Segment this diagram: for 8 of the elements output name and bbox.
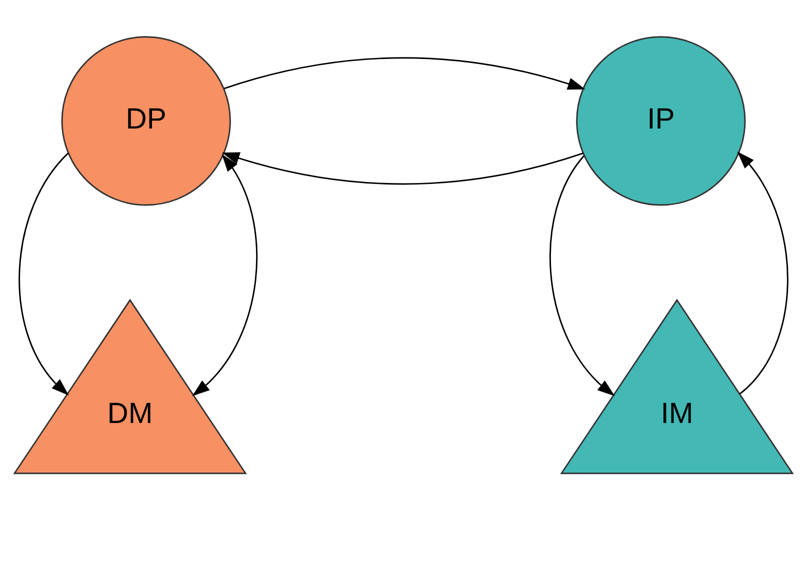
arrow <box>222 152 584 184</box>
arrow <box>192 154 258 396</box>
arrow <box>224 56 586 90</box>
node-circle: DP <box>61 36 231 206</box>
arrow <box>550 154 615 396</box>
arrow <box>737 150 788 394</box>
arrow <box>18 152 69 395</box>
node-circle: IP <box>576 36 746 206</box>
